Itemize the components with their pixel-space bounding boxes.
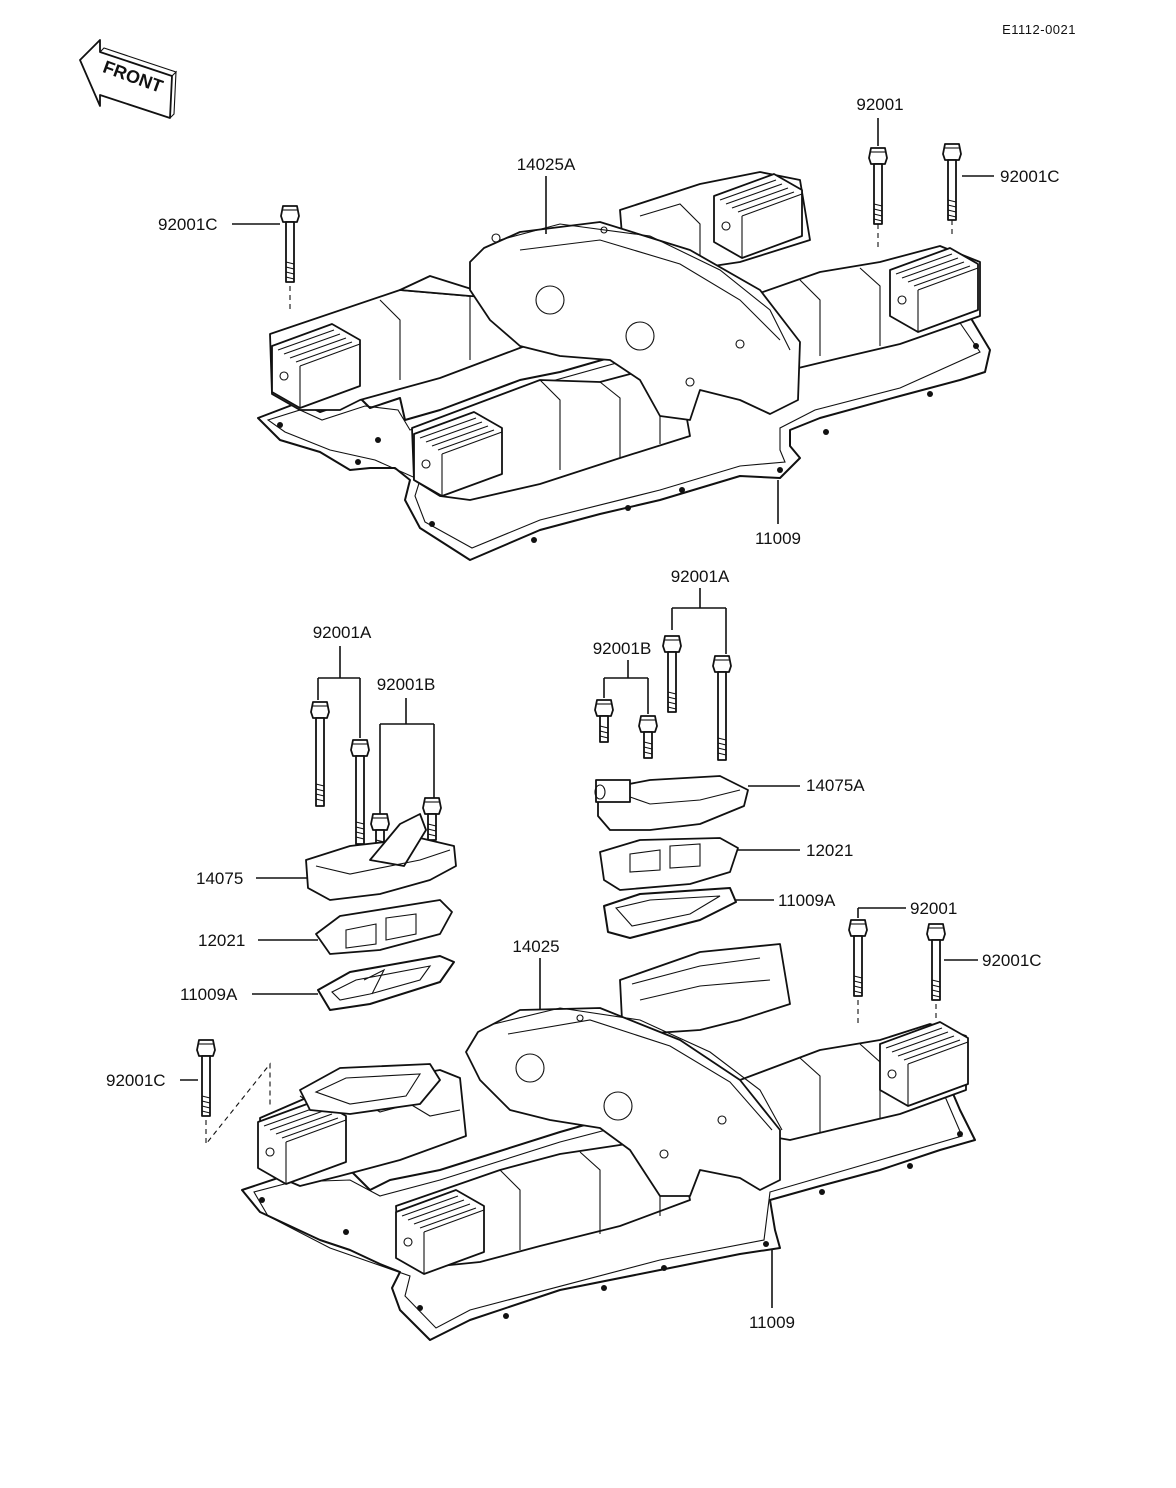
label-bottom-92001c-left: 92001C: [106, 1071, 166, 1090]
label-bottom-92001: 92001: [910, 899, 957, 918]
label-top-92001c-right: 92001C: [1000, 167, 1060, 186]
top-gasket-outline: [257, 261, 991, 561]
top-bolt-92001: [868, 147, 888, 225]
label-mid-left-14075: 14075: [196, 869, 243, 888]
mid-left-leaders: [252, 646, 435, 995]
drawing-code: E1112-0021: [1002, 22, 1076, 37]
bottom-cylinder-head-cover-assembly: [196, 919, 976, 1341]
label-mid-left-11009a: 11009A: [180, 985, 238, 1004]
label-mid-right-14075a: 14075A: [806, 776, 865, 795]
label-mid-left-12021: 12021: [198, 931, 245, 950]
label-mid-right-11009a: 11009A: [778, 891, 836, 910]
mid-left-breather-group: [305, 701, 457, 1011]
label-bottom-11009: 11009: [749, 1313, 795, 1332]
top-leader-lines: [232, 118, 994, 524]
top-cylinder-head-cover-assembly: [257, 143, 991, 561]
label-mid-right-92001b: 92001B: [593, 639, 652, 658]
front-arrow-icon: FRONT: [79, 39, 178, 119]
label-top-92001c-left: 92001C: [158, 215, 218, 234]
label-top-14025a: 14025A: [517, 155, 576, 174]
label-top-11009: 11009: [755, 529, 801, 548]
mid-right-breather-group: [594, 635, 749, 939]
label-bottom-92001c-right: 92001C: [982, 951, 1042, 970]
top-left-bolt-92001c: [280, 205, 300, 283]
mid-right-leaders: [603, 588, 800, 901]
label-mid-right-92001a: 92001A: [671, 567, 730, 586]
label-mid-right-12021: 12021: [806, 841, 853, 860]
label-top-92001: 92001: [856, 95, 903, 114]
label-mid-left-92001b: 92001B: [377, 675, 436, 694]
bottom-leader-lines: [180, 907, 978, 1308]
label-bottom-14025: 14025: [512, 937, 559, 956]
label-mid-left-92001a: 92001A: [313, 623, 372, 642]
top-right-bolt-92001c: [942, 143, 962, 221]
